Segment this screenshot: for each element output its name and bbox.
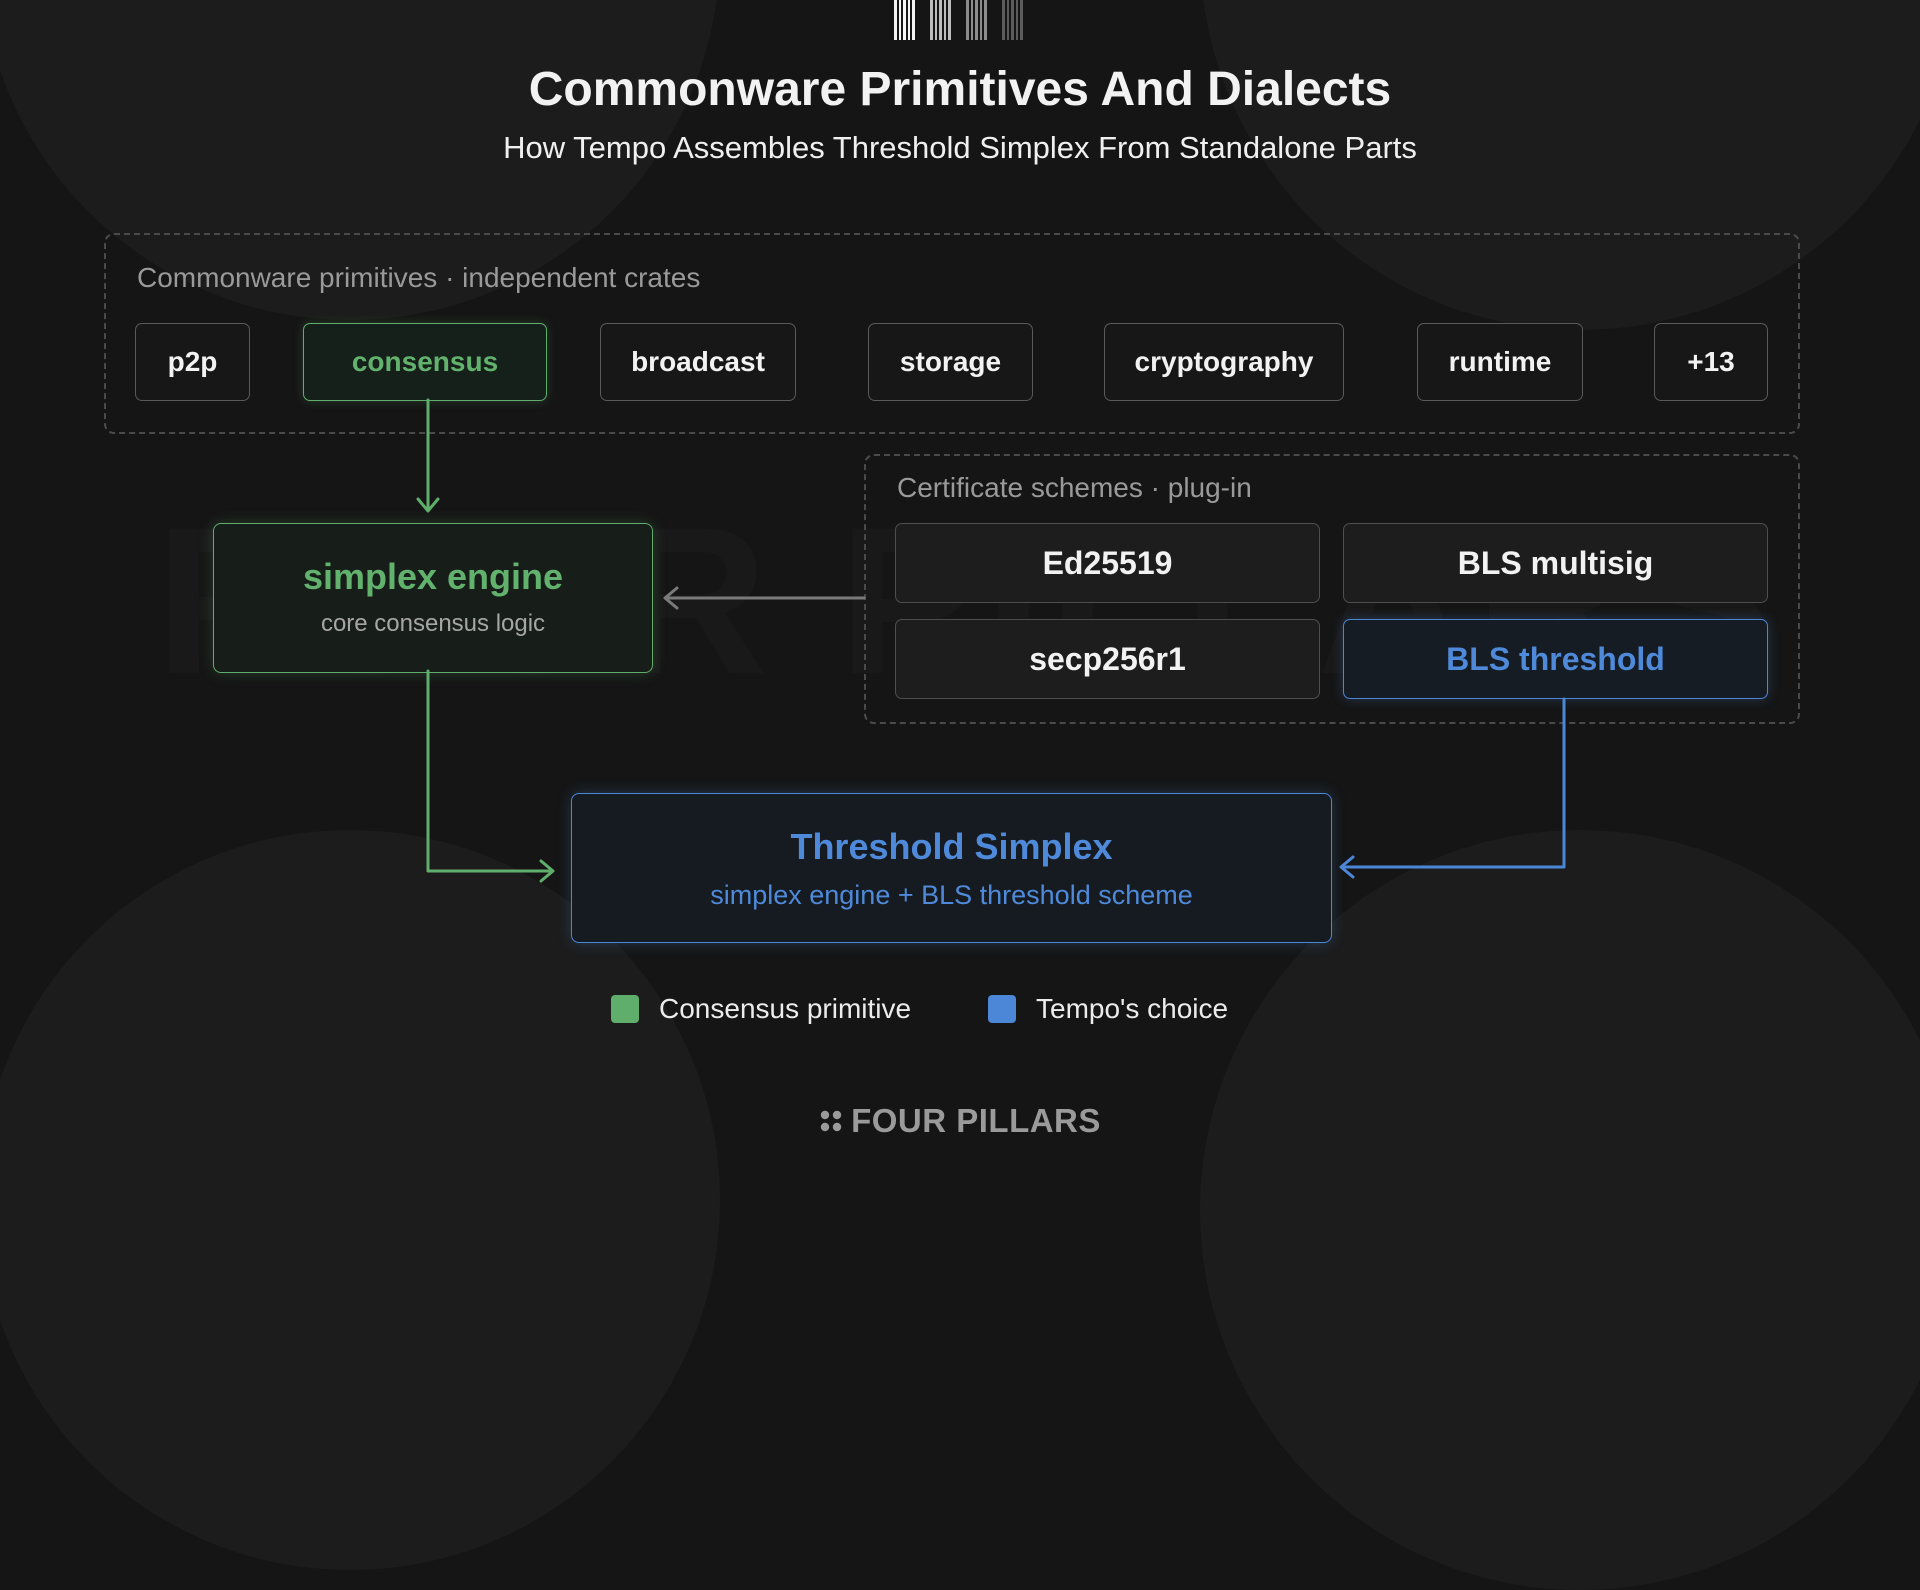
scheme-bls-threshold: BLS threshold [1343,619,1768,699]
primitive-more-count: +13 [1654,323,1768,401]
brand-logo-text: FOUR PILLARS [851,1102,1101,1139]
schemes-group [864,454,1800,724]
four-dots-icon [820,1110,842,1132]
primitive-cryptography: cryptography [1104,323,1344,401]
primitive-broadcast: broadcast [600,323,796,401]
threshold-simplex-subtitle: simplex engine + BLS threshold scheme [710,880,1193,910]
primitive-p2p: p2p [135,323,250,401]
barcode-logo-icon [894,0,1023,40]
legend-swatch-blue [988,995,1016,1023]
scheme-ed25519: Ed25519 [895,523,1320,603]
threshold-simplex-node: Threshold Simplex simplex engine + BLS t… [571,793,1332,943]
legend-tempos-choice: Tempo's choice [988,993,1228,1025]
schemes-group-label: Certificate schemes · plug-in [897,472,1252,503]
primitive-runtime: runtime [1417,323,1583,401]
simplex-engine-node: simplex engine core consensus logic [213,523,653,673]
brand-footer: FOUR PILLARS [0,1102,1920,1140]
legend-consensus-primitive: Consensus primitive [611,993,911,1025]
legend-label: Consensus primitive [659,993,912,1024]
legend-swatch-green [611,995,639,1023]
simplex-engine-subtitle: core consensus logic [320,610,546,637]
legend-label: Tempo's choice [1036,993,1229,1024]
primitives-group [104,233,1800,434]
edge-bls-to-result [1340,697,1566,869]
page-title: Commonware Primitives And Dialects [528,63,1392,116]
edge-engine-to-result [426,669,554,873]
threshold-simplex-title: Threshold Simplex [790,826,1113,867]
arrowhead-consensus-to-engine [416,497,440,513]
page-subtitle: How Tempo Assembles Threshold Simplex Fr… [503,130,1417,165]
diagram-edges [416,398,1566,883]
arrowhead-schemes-to-engine [663,586,679,610]
simplex-engine-title: simplex engine [302,556,564,597]
primitive-consensus: consensus [303,323,547,401]
scheme-secp256r1: secp256r1 [895,619,1320,699]
arrowhead-engine-to-result [539,859,555,883]
arrowhead-bls-to-result [1339,855,1355,879]
primitive-storage: storage [868,323,1033,401]
scheme-bls-multisig: BLS multisig [1343,523,1768,603]
primitives-group-label: Commonware primitives · independent crat… [137,262,701,293]
